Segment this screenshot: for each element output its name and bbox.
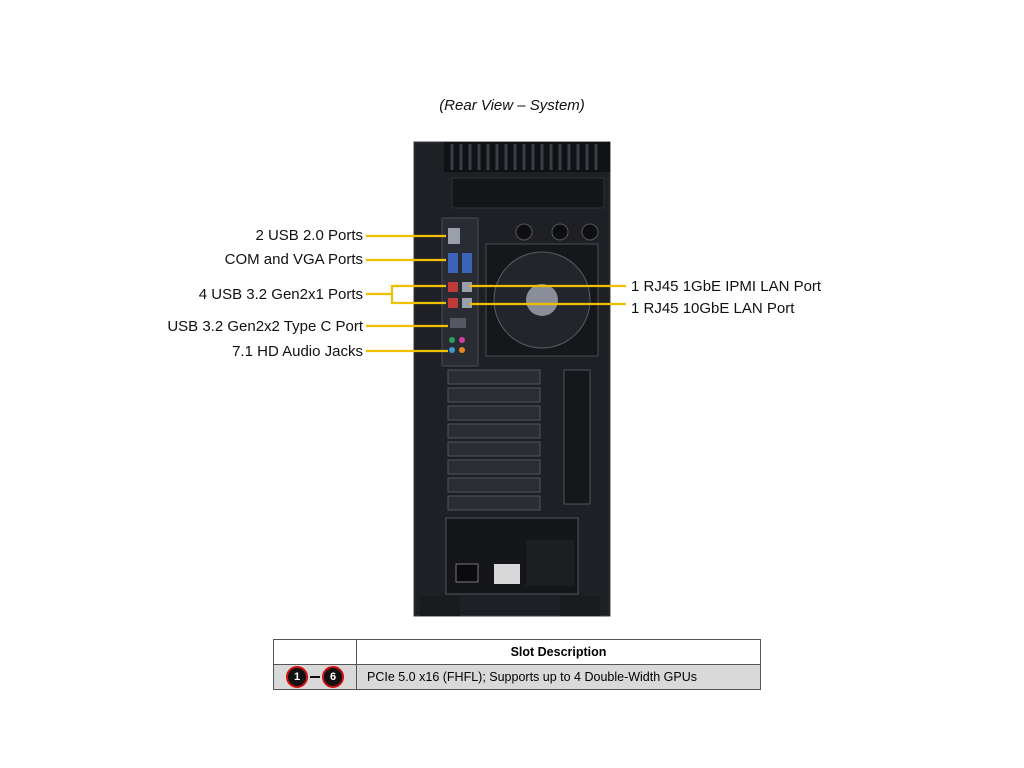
callout-lan10g: 1 RJ45 10GbE LAN Port (631, 300, 795, 317)
power-supply (445, 517, 579, 595)
slot-badge-end: 6 (322, 666, 344, 688)
foot-right (560, 596, 600, 616)
range-dash (310, 676, 320, 678)
top-vent (444, 142, 610, 209)
slot-badge-start: 1 (286, 666, 308, 688)
callout-lines (366, 234, 626, 353)
side-vent (563, 369, 591, 505)
callout-usb20: 2 USB 2.0 Ports (255, 227, 363, 244)
callout-com-vga: COM and VGA Ports (224, 251, 363, 268)
callout-ipmi-lan: 1 RJ45 1GbE IPMI LAN Port (631, 278, 822, 295)
table-header: Slot Description (356, 639, 761, 665)
slot-description: PCIe 5.0 x16 (FHFL); Supports up to 4 Do… (356, 664, 761, 690)
header-empty-cell (273, 639, 357, 665)
foot-left (420, 596, 460, 616)
callout-line-usb32-lower (390, 294, 446, 305)
rear-fan (485, 223, 599, 357)
chassis-rear-view (366, 141, 626, 617)
pcie-slot-covers (447, 369, 541, 511)
figure-caption: (Rear View – System) (439, 97, 585, 114)
callout-line-usb32 (366, 284, 446, 296)
io-ports (448, 228, 472, 353)
callout-usb-c: USB 3.2 Gen2x2 Type C Port (167, 318, 363, 335)
callout-usb32-gen2x1: 4 USB 3.2 Gen2x1 Ports (198, 286, 363, 303)
table-header-row: Slot Description (273, 639, 761, 665)
callout-audio: 7.1 HD Audio Jacks (232, 343, 363, 360)
